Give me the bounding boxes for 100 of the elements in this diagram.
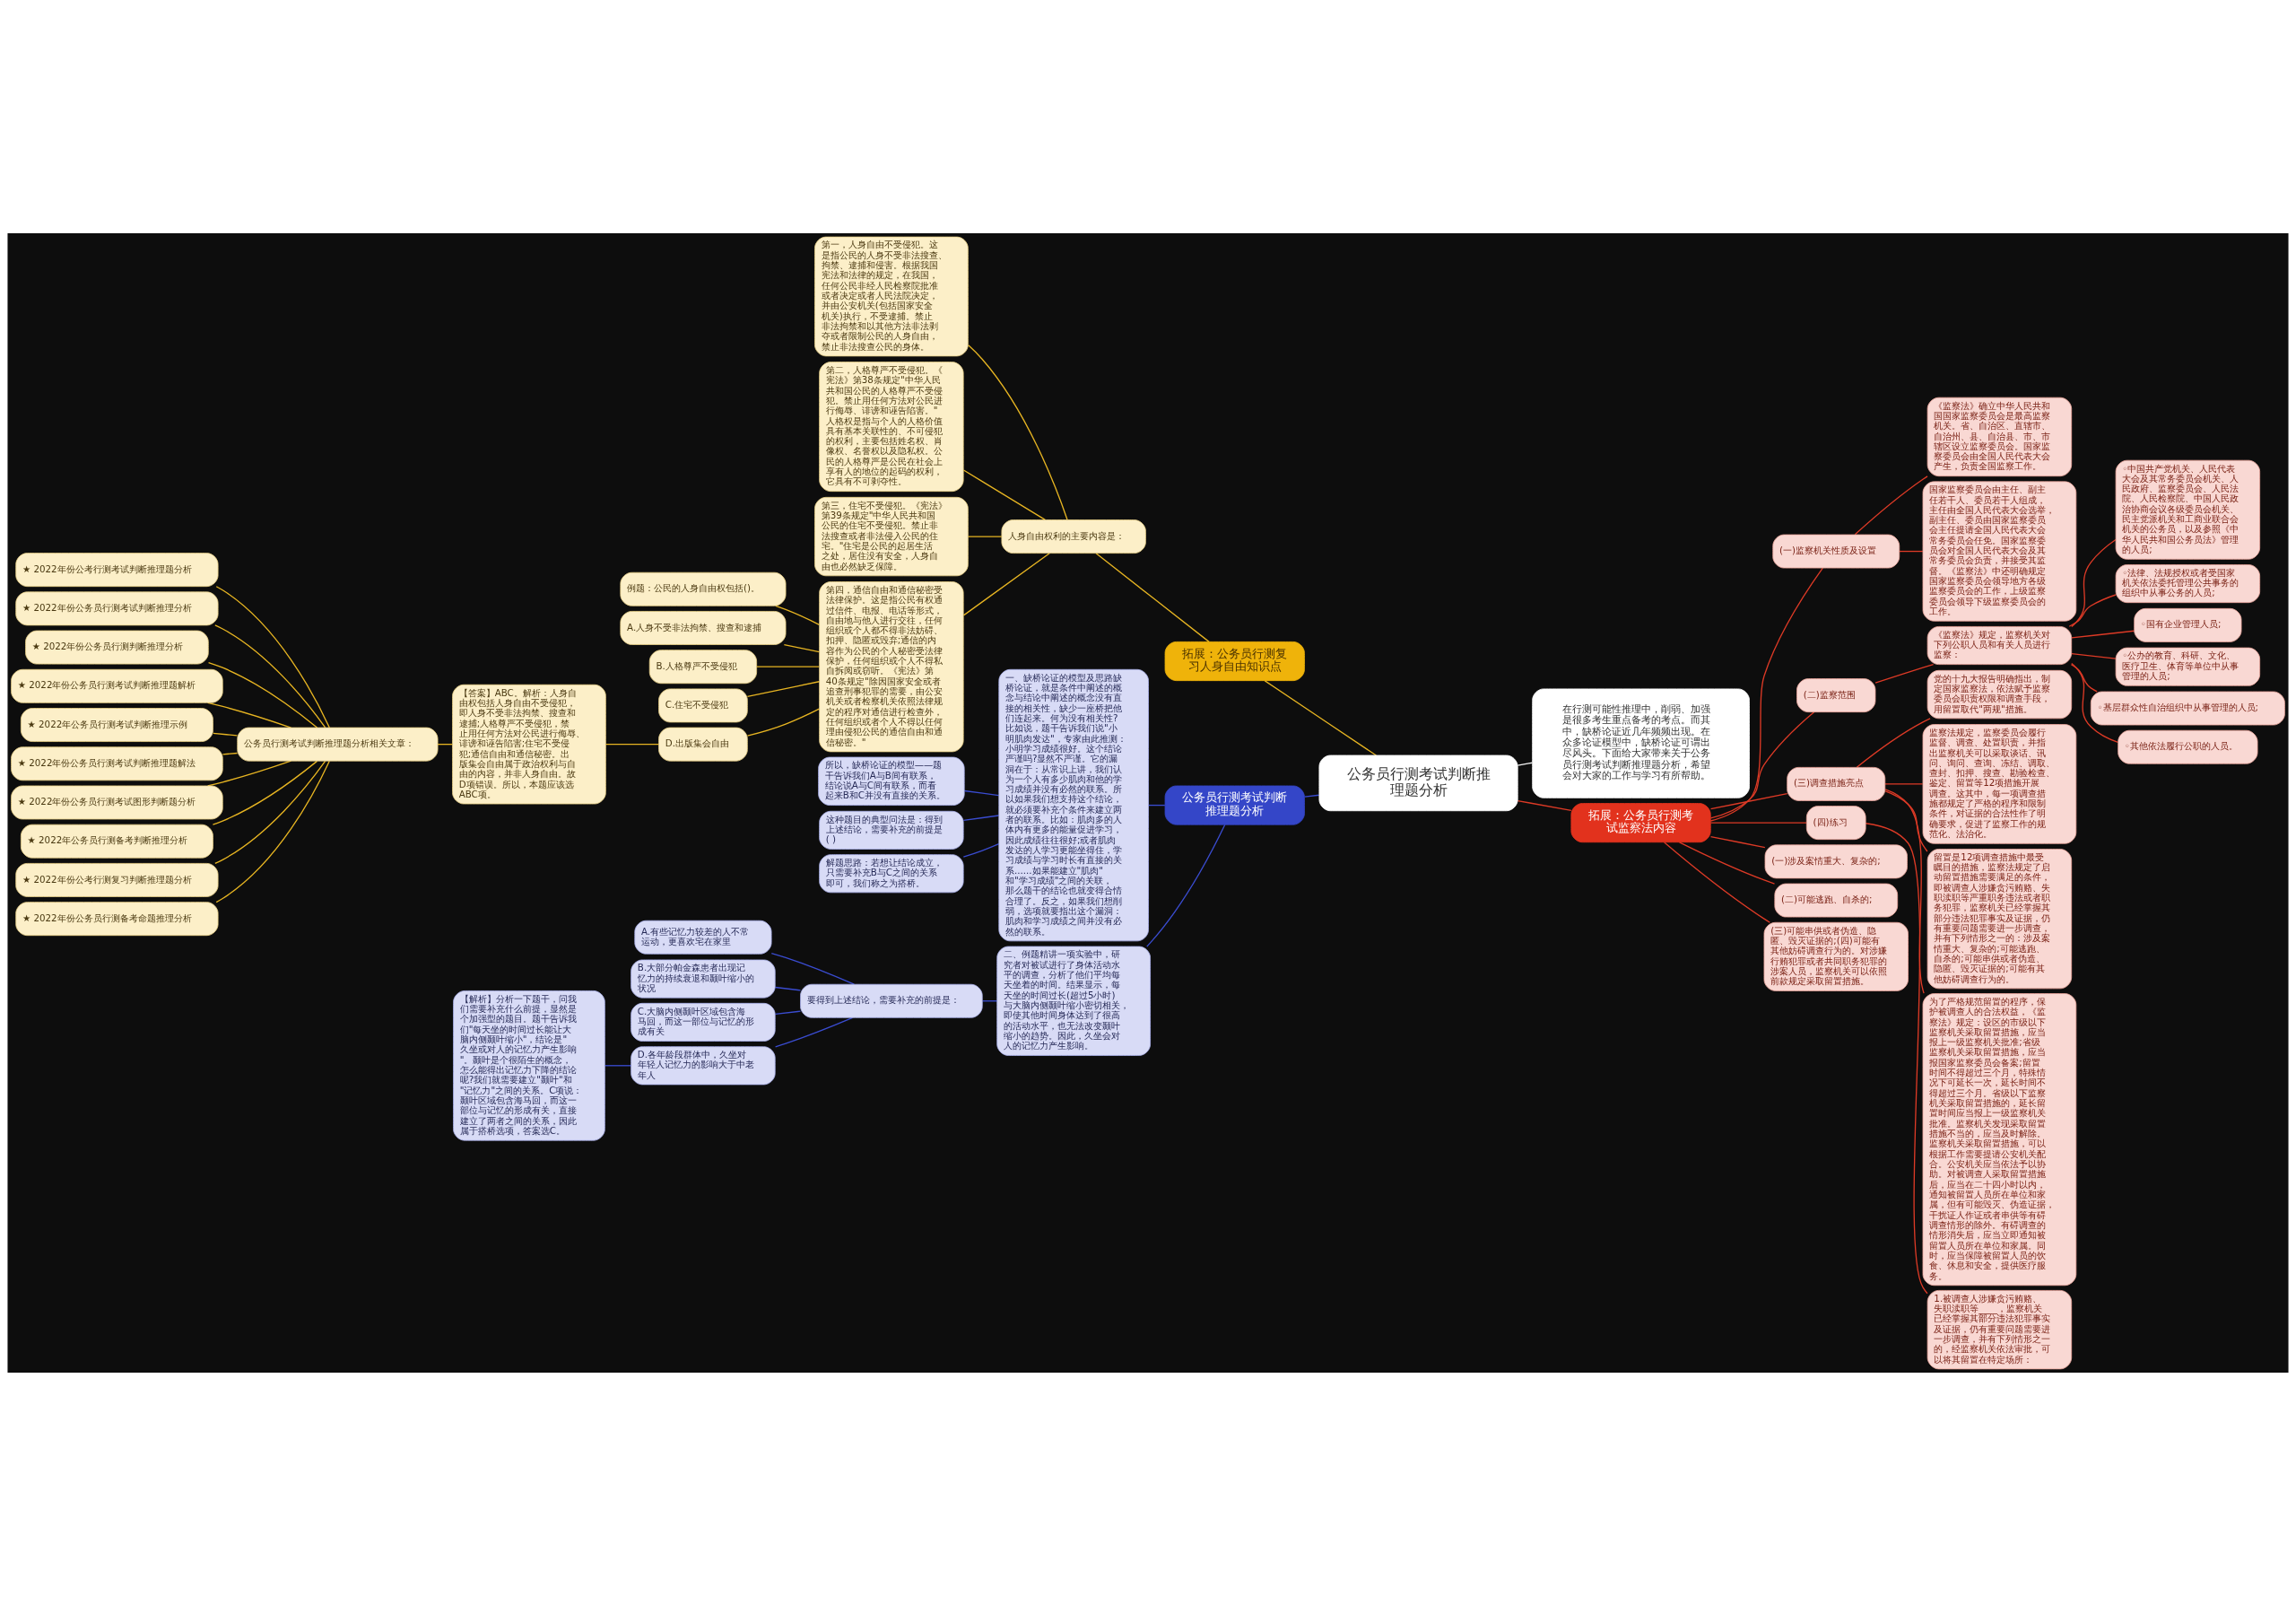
connector bbox=[962, 468, 1046, 520]
connector bbox=[213, 732, 239, 736]
connector bbox=[968, 344, 1068, 520]
connector bbox=[1709, 792, 1788, 809]
node-box: ◦法律、法规授权或者受国家机关依法委托管理公共事务的组织中从事公务的人员; bbox=[2115, 563, 2261, 603]
node-box: B.人格尊严不受侵犯 bbox=[648, 649, 758, 684]
connector bbox=[1884, 788, 1925, 994]
node-box: ◦基层群众性自治组织中从事管理的人员; bbox=[2090, 691, 2285, 725]
node-box: C.住宅不受侵犯 bbox=[658, 688, 748, 722]
connector bbox=[774, 1016, 854, 1047]
connector bbox=[214, 760, 326, 864]
node-box: 《监察法》确立中华人民共和国国家监察委员会是最高监察机关。省、自治区、直辖市、自治州、县、自治县、市、市辖区设立监察委员会。国家监察委员会由全国人民代表大会产生，负责全国监察工作。 bbox=[1926, 397, 2073, 476]
connector bbox=[2068, 593, 2117, 627]
connector bbox=[2070, 663, 2098, 693]
node-box: (三)可能串供或者伪造、隐匿、毁灭证据的;(四)可能有其他妨碍调查行为的。对涉嫌行贿犯罪或者共同职务犯罪的涉案人员，监察机关可以依照前款规定采取留置措施。 bbox=[1763, 921, 1909, 991]
connector bbox=[756, 666, 820, 667]
node-box: A.人身不受非法拘禁、搜查和逮捕 bbox=[620, 610, 787, 645]
node-box: ★ 2022年份公务员行测备考命题推理分析 bbox=[15, 901, 219, 936]
node-box: 所以，缺桥论证的模型——题干告诉我们A与B间有联系，结论说A与C间有联系，而看起来B和C并没有直接的关系。 bbox=[818, 756, 965, 806]
connector bbox=[963, 789, 1000, 796]
node-box: 要得到上述结论，需要补充的前提是： bbox=[800, 983, 983, 1018]
connector bbox=[962, 842, 1000, 858]
node-box: ★ 2022年份公务员行测判断推理分析 bbox=[25, 630, 209, 664]
node-box: 第一，人身自由不受侵犯。这是指公民的人身不受非法搜查、拘禁、逮捕和侵害。根据我国宪法和法律的规定，在我国，任何公民非经人民检察院批准或者决定或者人民法院决定，并由公安机关(包括国家安全机关)执行，不受逮捕。禁止非法拘禁和以其他方法非法剥夺或者限制公民的人身自由，禁止非法搜查公民的身体。 bbox=[814, 236, 969, 356]
connector bbox=[967, 535, 1003, 537]
node-box: ★ 2022年份公务员行测考试判断推理题解法 bbox=[11, 746, 223, 781]
connector bbox=[1095, 552, 1210, 642]
node-box: ★ 2022年份公务员行测考试图形判断题分析 bbox=[11, 785, 223, 819]
connector bbox=[1899, 550, 1924, 552]
node-box: D.出版集会自由 bbox=[658, 727, 748, 762]
node-box: C.大脑内侧颞叶区域包含海马回，而这一部位与记忆的形成有关 bbox=[631, 1002, 776, 1042]
node-box: (四)练习 bbox=[1805, 805, 1866, 840]
connector bbox=[774, 986, 802, 990]
node-box: D.各年龄段群体中，久坐对年轻人记忆力的影响大于中老年人 bbox=[631, 1045, 776, 1085]
node-box: ★ 2022年份公务员行测考试判断推理题解析 bbox=[11, 668, 223, 703]
node-box: (一)涉及案情重大、复杂的; bbox=[1764, 843, 1908, 878]
connector bbox=[1148, 804, 1166, 806]
node-box: 这种题目的典型问法是：得到上述结论，需要补充的前提是( ) bbox=[819, 810, 964, 850]
connector bbox=[1517, 762, 1534, 766]
node-box: 【答案】ABC。解析：人身自由权包括人身自由不受侵犯，即人身不受非法拘禁、搜查和逮捕;人格尊严不受侵犯，禁止用任何方法对公民进行侮辱、诽谤和诬告陷害;住宅不受侵犯;通信自由和通信秘密。出版集会自由属于政治权利与自由的内容，并非人身自由。故D项错误。所以，本题应该选ABC项。 bbox=[452, 684, 606, 804]
node-box: 二、例题精讲一项实验中，研究者对被试进行了身体活动水平的调查，分析了他们平均每天坐着的时间。结果显示，每天坐的时间过长(超过5小时)与大脑内侧颞叶缩小密切相关，即使其他时间身体达到了很高的活动水平，也无法改变颞叶缩小的趋势。因此，久坐会对人的记忆力产生影响。 bbox=[996, 946, 1151, 1056]
node-box: (二)监察范围 bbox=[1796, 677, 1876, 712]
node-box: ◦国有企业管理人员; bbox=[2134, 607, 2242, 642]
node-box: 第三，住宅不受侵犯。《宪法》第39条规定"中华人民共和国公民的住宅不受侵犯。禁止非法搜查或者非法侵入公民的住宅。"住宅是公民的起居生活之处，居住没有安全，人身自由也必然缺乏保障。 bbox=[814, 496, 969, 576]
connector bbox=[207, 661, 318, 728]
connector bbox=[775, 605, 821, 625]
connector bbox=[2071, 630, 2135, 639]
node-box: ★ 2022年份公考行测复习判断推理题分析 bbox=[15, 862, 219, 897]
node-box: 例题：公民的人身自由权包括()。 bbox=[620, 571, 787, 606]
node-box: B.大部分帕金森患者出现记忆力的持续衰退和颞叶缩小的状况 bbox=[631, 959, 776, 999]
connector bbox=[962, 814, 1000, 821]
connector bbox=[746, 680, 820, 697]
node-box: 第四，通信自由和通信秘密受法律保护。这是指公民有权通过信件、电报、电话等形式，自由地与他人进行交往，任何组织或个人都不得非法妨碍、扣押、隐匿或毁弃;通信的内容作为公民的个人秘密受法律保护，任何组织或个人不得私自拆阅或窃听。《宪法》第40条规定"除因国家安全或者追查刑事犯罪的需要，由公安机关或者检察机关依照法律规定的程序对通信进行检查外，任何组织或者个人不得以任何理由侵犯公民的通信自由和通信秘密。" bbox=[819, 580, 964, 752]
node-box: 《监察法》规定，监察机关对下列公职人员和有关人员进行监察： bbox=[1926, 625, 2073, 665]
node-box: 拓展：公务员行测复习人身自由知识点 bbox=[1164, 641, 1305, 681]
node-box: 第二，人格尊严不受侵犯。《宪法》第38条规定"中华人民共和国公民的人格尊严不受侵犯。禁止用任何方法对公民进行侮辱、诽谤和诬告陷害。"人格权是指与个人的人格价值具有基本关联性的、不可侵犯的权利，主要包括姓名权、肖像权、名誉权以及隐私权。公民的人格尊严是公民在社会上享有人的地位的起码的权利，它具有不可剥夺性。 bbox=[819, 361, 964, 492]
connector bbox=[604, 1064, 632, 1066]
node-box: ◦中国共产党机关、人民代表大会及其常务委员会机关、人民政府、监察委员会、人民法院、人民检察院、中国人民政治协商会议各级委员会机关、民主党派机关和工商业联合会机关的公务员，以及参照《中华人民共和国公务员法》管理的人员; bbox=[2115, 459, 2261, 560]
connector bbox=[222, 752, 239, 755]
node-box: ★ 2022年公务员行测考试判断推理示例 bbox=[20, 707, 213, 742]
node-box: 为了严格规范留置的程序，保护被调查人的合法权益，《监察法》规定：设区的市级以下监察机关采取留置措施，应当报上一级监察机关批准;省级监察机关采取留置措施，应当报国家监察委员会备案;留置时间不得超过三个月，特殊情况下可延长一次，延长时间不得超过三个月。省级以下监察机关采取留置措施的，延长留置时间应当报上一级监察机关批准。监察机关发现采取留置措施不当的，应当及时解除。监察机关采取留置措施，可以根据工作需要提请公安机关配合。公安机关应当依法予以协助。对被调查人采取留置措施后，应当在二十四小时以内，通知被留置人员所在单位和家属，但有可能毁灭、伪造证据，干扰证人作证或者串供等有碍调查情形的除外。有碍调查的情形消失后，应当立即通知被留置人员所在单位和家属。同时，应当保障被留置人员的饮食、休息和安全，提供医疗服务。 bbox=[1922, 992, 2077, 1286]
connector bbox=[1664, 841, 1771, 923]
connector bbox=[1709, 821, 1807, 824]
node-box: 公务员行测考试判断推理题分析 bbox=[1164, 785, 1305, 825]
node-box: ★ 2022年份公考行测考试判断推理题分析 bbox=[15, 552, 219, 587]
connector bbox=[2071, 662, 2119, 743]
node-box: ★ 2022年公务员行测备考判断推理分析 bbox=[20, 824, 213, 859]
node-box: (二)可能逃跑、自杀的; bbox=[1774, 883, 1899, 917]
node-box: 解题思路：若想让结论成立，只需要补充B与C之间的关系即可，我们称之为搭桥。 bbox=[819, 853, 964, 893]
node-box: 监察法规定，监察委员会履行监督、调查、处置职责，并指出监察机关可以采取谈话、讯问、询问、查询、冻结、调取、查封、扣押、搜查、勘验检查、鉴定、留置等12项措施开展调查。这其中，每一项调查措施都规定了严格的程序和限制条件，对证据的合法性作了明确要求，促进了监察工作的规范化、法治化。 bbox=[1922, 723, 2077, 844]
node-box: 国家监察委员会由主任、副主任若干人、委员若干人组成，主任由全国人民代表大会选举，副主任、委员由国家监察委员会主任提请全国人民代表大会常务委员会任免。国家监察委员会对全国人民代表大会及其常务委员会负责，并接受其监督。《监察法》中还明确规定国家监察委员会领导地方各级监察委员会的工作，上级监察委员会领导下级监察委员会的工作。 bbox=[1922, 480, 2077, 622]
node-box: 在行测可能性推理中，削弱、加强是很多考生重点备考的考点。而其中，缺桥论证近几年频频出现。在众多论证模型中，缺桥论证可谓出尽风头。下面给大家带来关于公务员行测考试判断推理题分析，希望会对大家的工作与学习有所帮助。 bbox=[1532, 688, 1750, 798]
connector bbox=[214, 624, 326, 728]
node-box: (一)监察机关性质及设置 bbox=[1772, 534, 1900, 568]
connector bbox=[1709, 711, 1815, 819]
connector bbox=[1517, 799, 1572, 811]
connector bbox=[215, 760, 330, 903]
connector bbox=[1874, 663, 1935, 684]
connector bbox=[212, 760, 318, 825]
connector bbox=[962, 552, 1050, 615]
connector bbox=[2071, 652, 2117, 659]
connector bbox=[2071, 538, 2117, 627]
node-box: ★ 2022年份公务员行测考试判断推理分析 bbox=[15, 590, 219, 625]
connector bbox=[783, 643, 821, 652]
connector bbox=[1709, 835, 1766, 848]
node-box: 【解析】分析一下题干，问我们需要补充什么前提，显然是个加强型的题目。题干告诉我们"每天坐的时间过长能让大脑内侧颞叶缩小"，结论是"久坐或对人的记忆力产生影响"。颞叶是个很陌生的概念，怎么能得出记忆力下降的结论呢?我们就需要建立"颞叶"和"记忆力"之间的关系。C项说：颞叶区域包含海马回，而这一部位与记忆的形成有关，直接建立了两者之间的关系，因此属于搭桥选项，答案选C。 bbox=[453, 990, 605, 1141]
node-box: 党的十九大报告明确指出，制定国家监察法，依法赋予监察委员会职责权限和调查手段，用留置取代"两规"措施。 bbox=[1926, 669, 2073, 719]
node-box: (三)调查措施亮点 bbox=[1787, 766, 1886, 801]
connector bbox=[774, 1010, 802, 1015]
node-box: ◦公办的教育、科研、文化、医疗卫生、体育等单位中从事管理的人员; bbox=[2115, 647, 2261, 686]
node-box: 拓展：公务员行测考试监察法内容 bbox=[1570, 802, 1711, 842]
connector bbox=[1884, 789, 1928, 852]
connector bbox=[1264, 679, 1378, 756]
node-box: 留置是12项调查措施中最受瞩目的措施，监察法规定了启动留置措施需要满足的条件，即被调查人涉嫌贪污贿赂、失职渎职等严重职务违法或者职务犯罪，监察机关已经掌握其部分违法犯罪事实及证据，仍有重要问题需要进一步调查，并有下列情形之一的：涉及案情重大、复杂的;可能逃跑、自杀的;可能串供或者伪造、隐匿、毁灭证据的;可能有其他妨碍调查行为的。 bbox=[1926, 848, 2073, 989]
connector bbox=[1678, 841, 1776, 885]
node-box: ◦其他依法履行公职的人员。 bbox=[2118, 729, 2258, 764]
node-box: 公务员行测考试判断推理题分析 bbox=[1318, 755, 1518, 811]
node-box: 人身自由权利的主要内容是： bbox=[1001, 519, 1146, 554]
node-box: 1.被调查人涉嫌贪污贿赂、失职渎职等____，监察机关已经掌握其部分违法犯罪事实及证据，仍有重要问题需要进一步调查，并有下列情形之一的，经监察机关依法审批，可以将其留置在特定场所： bbox=[1926, 1289, 2073, 1369]
node-box: A.有些记忆力较差的人不常运动，更喜欢宅在家里 bbox=[634, 920, 772, 955]
